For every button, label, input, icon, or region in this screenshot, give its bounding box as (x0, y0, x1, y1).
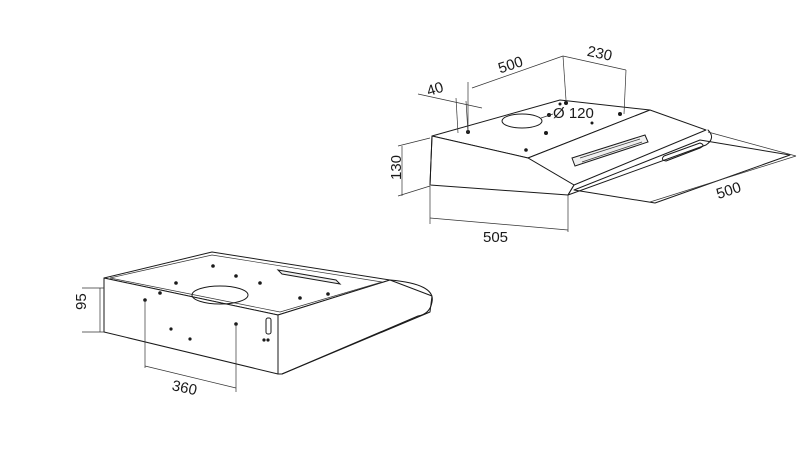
dim-front-width-label: 505 (483, 229, 508, 246)
dim-depth-label: 500 (714, 179, 743, 203)
dim-flange-label: 40 (425, 79, 446, 100)
visor-plane (573, 139, 791, 204)
exhaust-hole (501, 113, 543, 129)
bottom-exhaust-hole (191, 285, 249, 305)
dim-diameter-label: Ø 120 (553, 105, 594, 122)
top-view-hood (429, 99, 791, 204)
bottom-dim-spacing-label: 360 (170, 377, 198, 399)
bottom-view-hood (103, 251, 433, 375)
bottom-view-dimensions: 95 360 (73, 287, 237, 399)
top-view-dimensions: 500 230 40 Ø 120 130 505 500 (388, 43, 797, 246)
bottom-control-bar (276, 269, 342, 285)
bottom-dim-height-label: 95 (73, 293, 90, 310)
front-handle (661, 142, 704, 162)
dim-top-width-label: 500 (496, 53, 525, 77)
bottom-hood-nose (281, 279, 433, 375)
dim-height-label: 130 (388, 155, 405, 180)
hood-front-lip (567, 129, 712, 196)
dim-top-depth-label: 230 (586, 43, 614, 65)
